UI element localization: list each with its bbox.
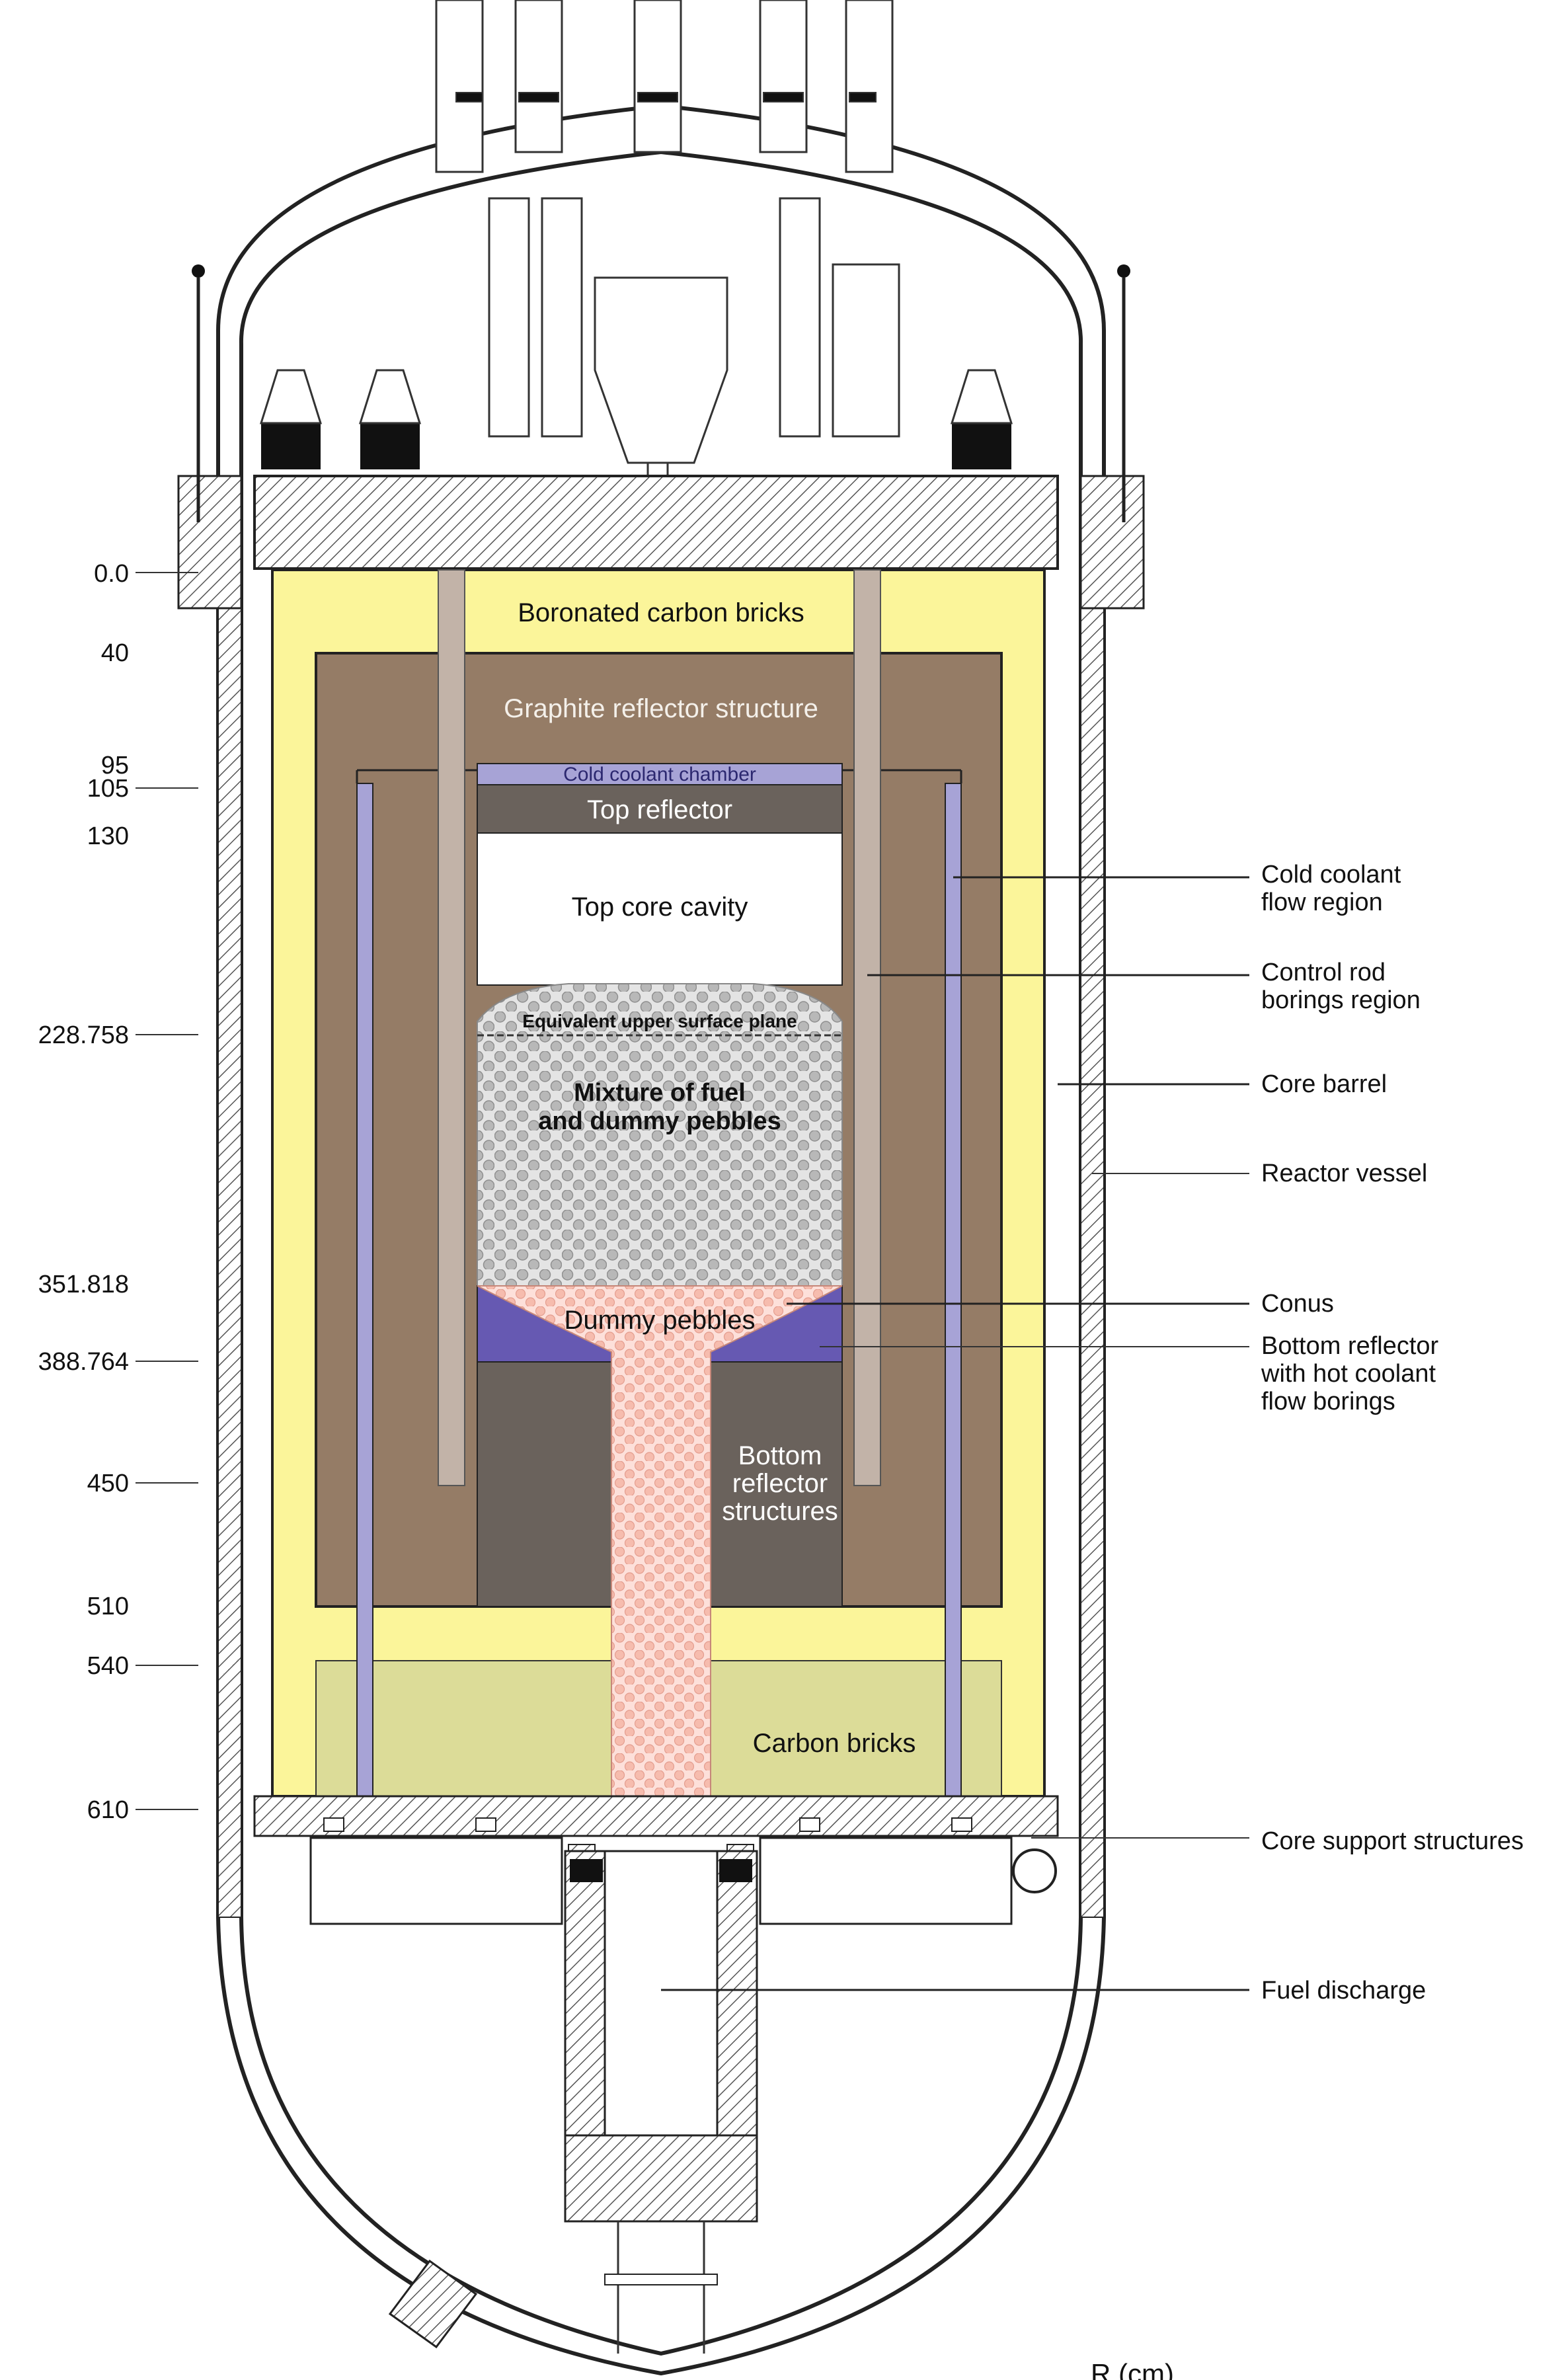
callout-cold-flow-2: flow region <box>1261 889 1383 916</box>
upper-internals <box>488 197 900 529</box>
vessel-wall-right <box>1080 502 1105 1918</box>
callout-control-rod-2: borings region <box>1261 986 1421 1014</box>
callout-fuel-discharge: Fuel discharge <box>1261 1977 1426 2004</box>
label-top-reflector: Top reflector <box>587 795 732 824</box>
top-plate <box>253 475 1059 570</box>
tick-610: 610 <box>87 1796 129 1824</box>
top-nozzles <box>435 0 894 173</box>
tick-388764: 388.764 <box>38 1348 129 1376</box>
cold-coolant-channel-right <box>945 783 962 1797</box>
callout-reactor-vessel: Reactor vessel <box>1261 1160 1427 1187</box>
control-rod-boring-left <box>438 569 465 1486</box>
callout-cold-flow-1: Cold coolant <box>1261 861 1401 889</box>
flange-right <box>1079 475 1145 610</box>
fuel-discharge-pipe <box>564 1850 758 2354</box>
control-rod-boring-right <box>853 569 881 1486</box>
flange-left <box>177 475 243 610</box>
bottom-nozzle <box>388 2259 478 2349</box>
region-labels: Boronated carbon bricks Graphite reflect… <box>504 598 916 1758</box>
label-graphite-reflector: Graphite reflector structure <box>504 694 818 723</box>
core-support-plate <box>253 1795 1059 1837</box>
callout-control-rod-1: Control rod <box>1261 959 1386 986</box>
tick-0: 0.0 <box>94 560 129 588</box>
tick-351818: 351.818 <box>38 1271 129 1298</box>
tick-130: 130 <box>87 822 129 850</box>
label-boronated-carbon-bricks: Boronated carbon bricks <box>518 598 804 627</box>
r-axis-label: R (cm) <box>1091 2358 1174 2380</box>
cold-coolant-channel-left <box>356 783 373 1797</box>
label-equivalent-upper-surface: Equivalent upper surface plane <box>522 1011 797 1031</box>
support-pads <box>259 369 1013 469</box>
cold-coolant-chamber <box>477 763 843 785</box>
label-cold-coolant-chamber: Cold coolant chamber <box>563 764 756 785</box>
callout-core-barrel: Core barrel <box>1261 1070 1387 1098</box>
tick-540: 540 <box>87 1652 129 1680</box>
instrument-rods <box>192 264 1130 522</box>
callout-bottom-reflector-1: Bottom reflector <box>1261 1332 1439 1360</box>
callout-conus: Conus <box>1261 1290 1334 1318</box>
label-carbon-bricks: Carbon bricks <box>753 1729 916 1758</box>
vessel-wall-left <box>217 502 242 1918</box>
label-bottom-reflector-3: structures <box>722 1497 838 1526</box>
tick-450: 450 <box>87 1470 129 1497</box>
label-bottom-reflector-2: reflector <box>732 1469 828 1498</box>
tick-40: 40 <box>101 639 129 667</box>
label-bottom-reflector-1: Bottom <box>738 1441 822 1470</box>
callout-bottom-reflector-2: with hot coolant <box>1261 1360 1436 1388</box>
label-top-core-cavity: Top core cavity <box>572 892 748 922</box>
tick-228758: 228.758 <box>38 1021 129 1049</box>
label-dummy-pebbles: Dummy pebbles <box>564 1306 755 1335</box>
callout-core-support: Core support structures <box>1261 1827 1524 1855</box>
label-mixture-line-2: and dummy pebbles <box>538 1107 781 1135</box>
callouts: Cold coolant flow region Control rod bor… <box>661 861 1524 2004</box>
top-core-cavity <box>477 832 843 986</box>
label-mixture-line-1: Mixture of fuel <box>574 1079 746 1107</box>
tick-105: 105 <box>87 775 129 803</box>
tick-510: 510 <box>87 1593 129 1620</box>
core-support-members <box>309 1817 1057 1925</box>
reactor-vessel <box>177 0 1145 2376</box>
callout-bottom-reflector-3: flow borings <box>1261 1388 1395 1415</box>
axial-scale: 0.0 40 95 105 130 228.758 351.818 388.76… <box>38 560 198 1824</box>
tick-95: 95 <box>101 752 129 779</box>
pebble-bed-mixture <box>477 983 843 1287</box>
